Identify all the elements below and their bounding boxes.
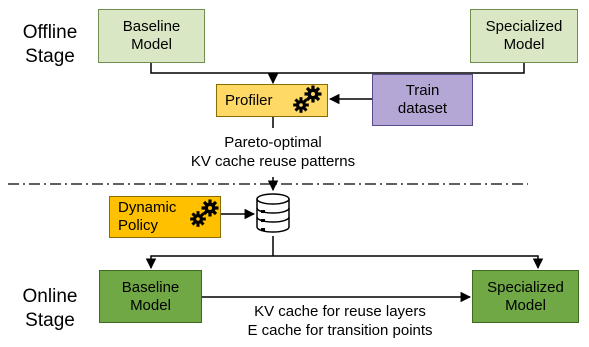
train-dataset-box: Train dataset — [372, 74, 473, 126]
online-specialized-model-label: Specialized Model — [487, 278, 564, 314]
database-icon — [256, 193, 290, 233]
online-specialized-model-box: Specialized Model — [472, 270, 579, 323]
offline-stage-label: Offline Stage — [22, 22, 78, 67]
offline-baseline-model-box: Baseline Model — [98, 9, 205, 63]
baseline-to-profiler-line — [150, 63, 273, 74]
split-to-specialized-arrow — [273, 255, 544, 270]
online-baseline-model-box: Baseline Model — [99, 270, 202, 323]
dynamic-policy-label: Dynamic Policy — [118, 199, 177, 234]
profiler-box: Profiler — [216, 84, 328, 117]
online-stage-label: Online Stage — [22, 286, 78, 331]
cache-transfer-label: KV cache for reuse layers E cache for tr… — [247, 303, 433, 339]
train-dataset-label: Train dataset — [397, 82, 448, 117]
online-baseline-model-label: Baseline Model — [121, 278, 180, 314]
offline-specialized-model-label: Specialized Model — [485, 18, 563, 53]
gears-icon — [293, 85, 322, 113]
profiler-output-label: Pareto-optimal KV cache reuse patterns — [190, 134, 356, 170]
offline-baseline-model-label: Baseline Model — [122, 18, 181, 53]
offline-specialized-model-box: Specialized Model — [470, 9, 578, 63]
split-to-baseline-arrow — [145, 255, 273, 270]
gears-icon — [190, 199, 219, 227]
specialized-to-profiler-line — [273, 63, 525, 74]
profiler-label: Profiler — [225, 91, 273, 109]
